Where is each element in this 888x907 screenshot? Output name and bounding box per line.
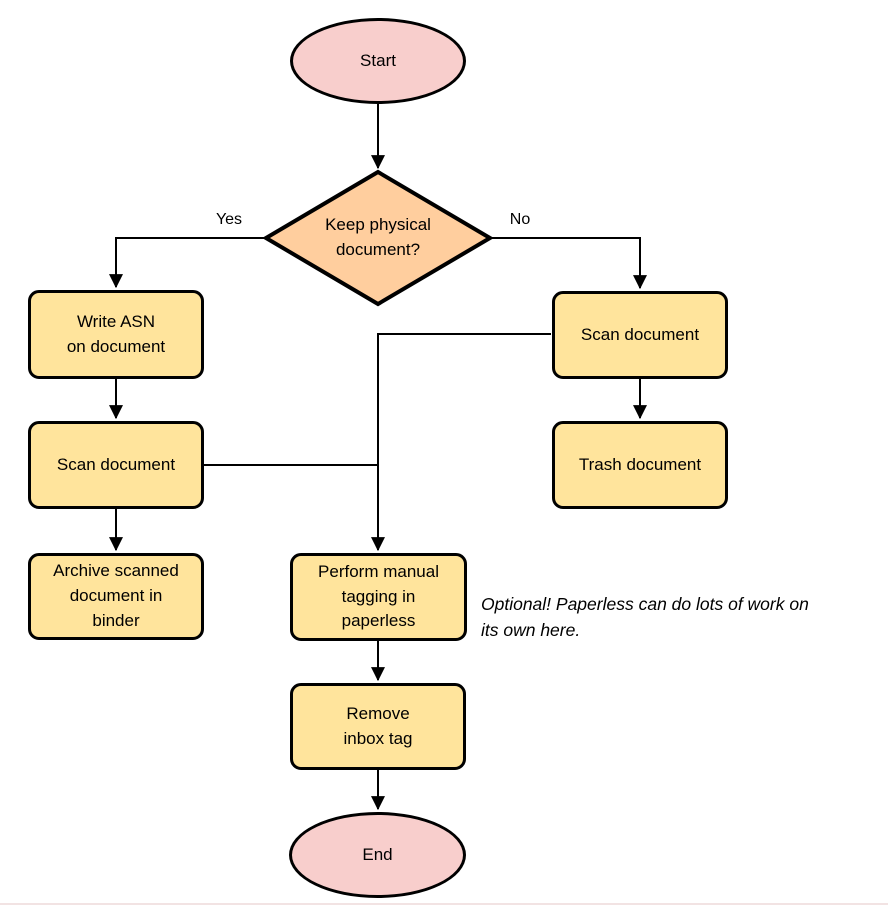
decision-diamond-shape: [262, 169, 494, 307]
optional-note: Optional! Paperless can do lots of work …: [481, 594, 809, 641]
node-manual-tagging-label: Perform manual tagging in paperless: [318, 561, 439, 631]
node-trash-document-label: Trash document: [578, 454, 702, 474]
node-scan-document-right-label: Scan document: [580, 324, 700, 344]
node-start: Start: [290, 18, 466, 104]
node-manual-tagging: Perform manual tagging in paperless: [290, 553, 467, 641]
node-trash-document: Trash document: [552, 421, 728, 509]
edge-scan-right-to-tagging: [371, 333, 551, 552]
edge-label-yes: Yes: [206, 211, 252, 229]
node-write-asn-label: Write ASN on document: [66, 311, 166, 356]
node-decision: Keep physical document?: [284, 211, 472, 265]
edge-decision-no-to-scan-right: [490, 237, 647, 290]
node-archive-binder-label: Archive scanned document in binder: [53, 561, 179, 630]
node-decision-label: Keep physical document?: [325, 215, 431, 259]
edge-decision-yes-to-write-asn: [109, 237, 266, 289]
node-start-label: Start: [360, 50, 396, 70]
node-scan-document-left: Scan document: [28, 421, 204, 509]
node-scan-document-right: Scan document: [552, 291, 728, 379]
node-remove-inbox-tag-label: Remove inbox tag: [343, 703, 413, 748]
node-scan-document-left-label: Scan document: [56, 454, 176, 474]
page-bottom-edge: [0, 903, 888, 905]
edge-label-no: No: [497, 211, 543, 229]
node-remove-inbox-tag: Remove inbox tag: [290, 683, 466, 770]
node-archive-binder: Archive scanned document in binder: [28, 553, 204, 640]
node-end: End: [289, 812, 466, 898]
node-end-label: End: [362, 844, 393, 864]
node-write-asn: Write ASN on document: [28, 290, 204, 379]
